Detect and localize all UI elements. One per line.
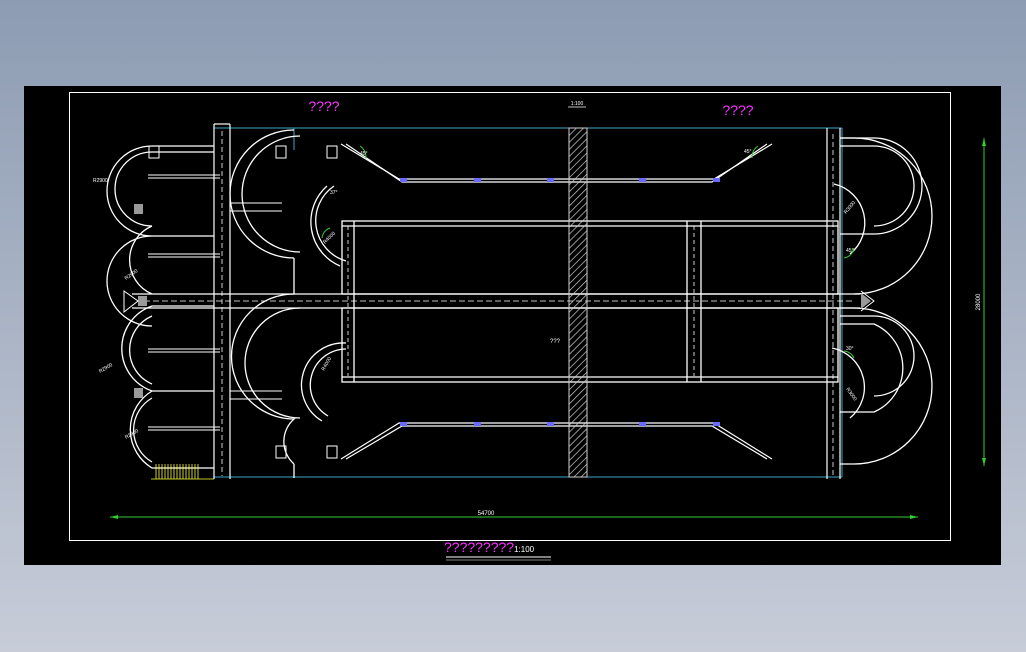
title-right: ????	[722, 102, 753, 118]
annotation-angle-slope-top-right: 45°	[744, 149, 752, 155]
title-left: ????	[308, 98, 339, 114]
scale-mark: 1:100	[571, 101, 584, 107]
right-inlet	[861, 293, 871, 309]
annotation-r-bottom-left: R2900	[124, 428, 140, 441]
cad-drawing-viewport[interactable]: ???? ???? 1:100	[24, 86, 1001, 565]
left-blocks	[134, 204, 147, 398]
reactor-inner-rects	[341, 220, 839, 383]
stairs	[151, 464, 214, 480]
bottom-caption: ?????????1:100	[444, 539, 535, 555]
left-loops	[106, 145, 214, 469]
bottom-caption-scale: 1:100	[514, 545, 535, 554]
annotation-angle-slope-top-left: 45°	[360, 151, 368, 157]
annotation-angle-right-bottom: 30°	[846, 346, 854, 352]
annotation-angle-inner-top: 37°	[330, 190, 338, 196]
annotation-angle-right-top: 45°	[846, 248, 854, 254]
height-dimension-arrow-bottom	[982, 458, 986, 466]
left-inlet	[123, 290, 139, 314]
length-dimension-arrow-right	[910, 515, 918, 519]
annotation-r-right-top: R3000	[843, 200, 857, 215]
central-pipe	[132, 293, 860, 309]
small-squares	[148, 145, 338, 459]
aeration-nodes	[400, 178, 720, 426]
inner-left-loops	[229, 129, 347, 478]
tank-outline	[214, 127, 843, 478]
left-channel	[213, 123, 231, 479]
right-outlet	[860, 290, 875, 312]
annotation-r-mid-left: R2900	[124, 268, 140, 281]
length-dimension-arrow-left	[110, 515, 118, 519]
left-inner-rods	[148, 174, 282, 431]
length-dimension-label: 54700	[478, 511, 495, 517]
right-channel	[826, 128, 841, 479]
green-angle-marks	[321, 145, 855, 359]
annotation-r-lower-left: R2900	[98, 362, 114, 375]
height-dimension-arrow-top	[982, 138, 986, 146]
annotation-r-right-bottom: R3000	[844, 387, 857, 403]
annotation-r-inner-top: R4000	[322, 231, 337, 246]
center-label: ???	[550, 339, 561, 345]
center-hatched-wall	[568, 127, 588, 478]
drawing-frame	[69, 92, 951, 541]
bottom-baffle	[340, 422, 773, 460]
right-loops	[831, 137, 933, 465]
height-dimension-label: 28000	[976, 293, 982, 310]
bottom-caption-text: ?????????	[444, 539, 514, 555]
top-baffle	[340, 143, 773, 183]
annotation-r-top-left: R2900	[93, 178, 108, 184]
